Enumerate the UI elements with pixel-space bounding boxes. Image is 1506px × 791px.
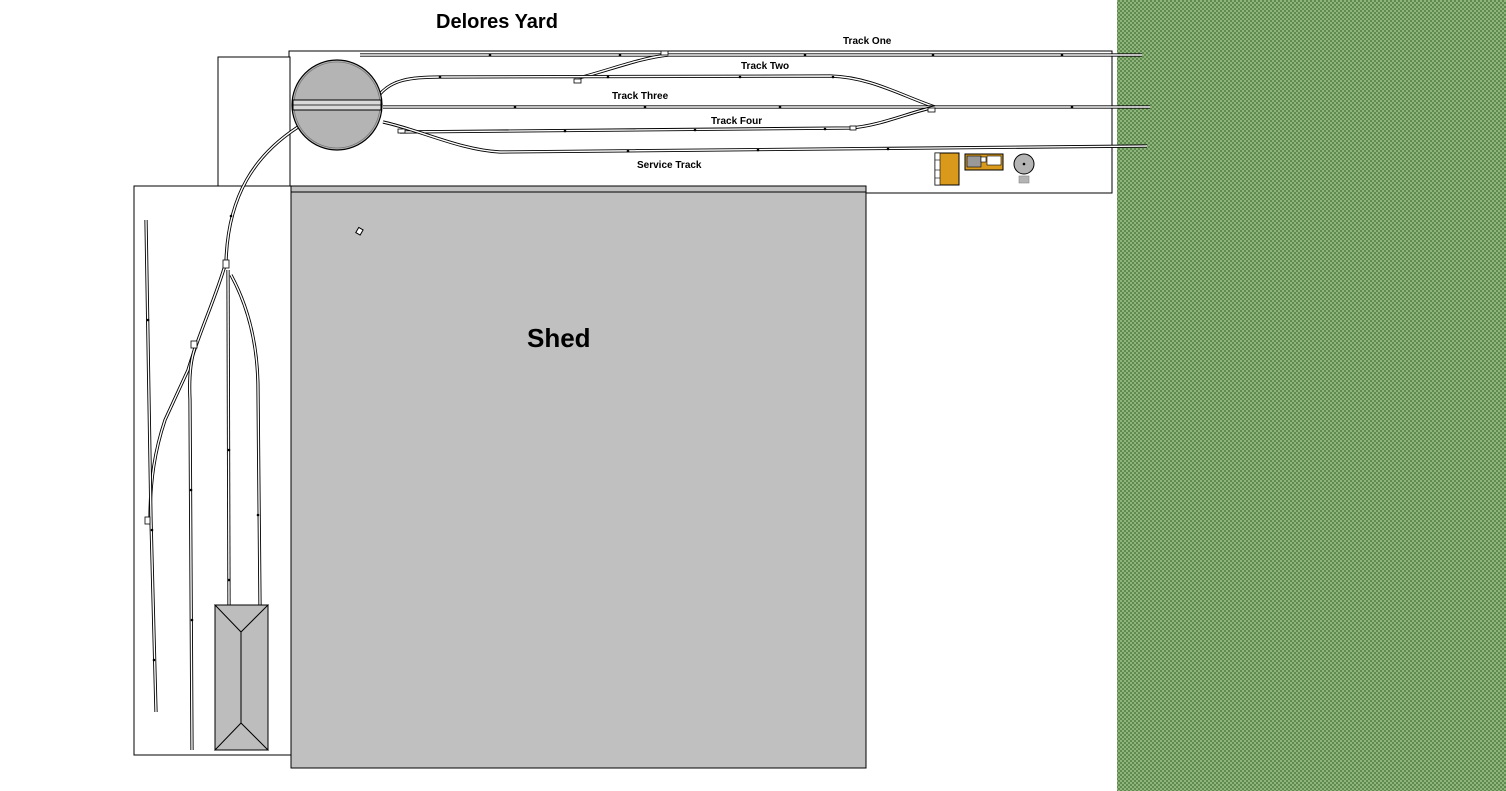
sand-house xyxy=(964,153,1004,171)
track-three-label: Track Three xyxy=(612,91,669,102)
rail-markers xyxy=(146,53,1074,662)
service-track-label: Service Track xyxy=(637,160,702,171)
track-two-label: Track Two xyxy=(741,61,789,72)
track-one-label: Track One xyxy=(843,36,892,47)
branch-board xyxy=(133,185,295,756)
water-tower xyxy=(1013,153,1035,184)
yard-board xyxy=(288,50,1113,194)
shed-area xyxy=(290,185,867,769)
track-four-label: Track Four xyxy=(711,116,762,127)
track-network xyxy=(144,53,1150,751)
shed-label: Shed xyxy=(527,323,591,353)
fuel-building xyxy=(934,152,960,186)
switch-markers xyxy=(144,50,936,525)
grass-area xyxy=(1117,0,1506,791)
engine-house xyxy=(213,604,270,751)
shed-marker xyxy=(355,226,364,236)
corner-board xyxy=(217,56,291,187)
diagram-title: Delores Yard xyxy=(436,11,558,33)
